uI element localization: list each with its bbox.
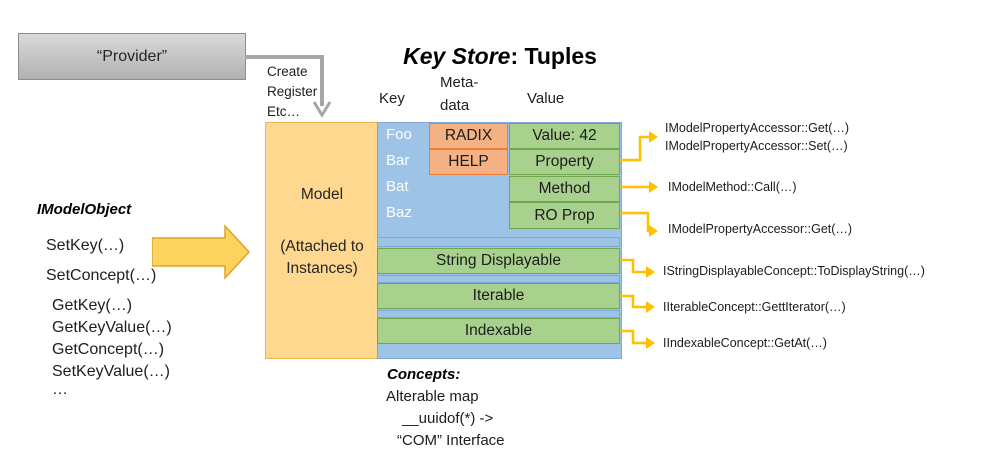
key-cell-foo: Foo	[386, 126, 412, 143]
api-label-method-call: IModelMethod::Call(…)	[668, 180, 797, 194]
key-cell-bar: Bar	[386, 152, 410, 169]
concept-row-iterable: Iterable	[377, 283, 620, 309]
column-header-metadata-line1: Meta-	[440, 74, 479, 91]
create-note-line: Create	[267, 64, 308, 79]
concepts-note-line3: “COM” Interface	[397, 432, 505, 449]
column-header-key: Key	[379, 90, 405, 107]
metadata-cell-help: HELP	[429, 149, 508, 175]
api-label-string-displayable: IStringDisplayableConcept::ToDisplayStri…	[663, 264, 925, 278]
value-cell-value42: Value: 42	[509, 123, 620, 149]
method-item: …	[52, 381, 68, 398]
concepts-note-heading: Concepts:	[387, 366, 461, 383]
metadata-cell-radix: RADIX	[429, 123, 508, 149]
model-box: Model (Attached to Instances)	[265, 122, 379, 359]
method-item: GetKey(…)	[52, 297, 133, 314]
model-label: Model	[300, 186, 344, 203]
separator-strip	[377, 275, 620, 283]
create-note-line: Register	[267, 84, 318, 99]
column-header-metadata-line2: data	[440, 97, 470, 114]
method-item: GetKeyValue(…)	[52, 319, 172, 336]
key-cell-baz: Baz	[386, 204, 412, 221]
page-title-keystore: Key Store	[403, 43, 511, 69]
provider-box: “Provider”	[18, 33, 246, 80]
value-cell-property: Property	[509, 149, 620, 175]
flow-arrow-icon	[152, 224, 251, 280]
create-note-line: Etc…	[267, 104, 301, 119]
column-header-metadata: Meta- data	[440, 71, 478, 117]
create-register-note: Create Register Etc…	[267, 62, 317, 122]
provider-label: “Provider”	[96, 47, 168, 65]
api-label-iterable: IIterableConcept::GettIterator(…)	[663, 300, 846, 314]
create-arrow-icon	[245, 55, 332, 118]
method-item: SetKey(…)	[46, 237, 125, 254]
api-label-property-set: IModelPropertyAccessor::Set(…)	[665, 139, 848, 153]
model-sublabel: (Attached to Instances)	[266, 236, 378, 280]
concepts-note-line2: __uuidof(*) ->	[402, 410, 494, 427]
separator-strip	[377, 237, 620, 247]
concept-row-string-displayable: String Displayable	[377, 248, 620, 274]
method-item: GetConcept(…)	[52, 341, 165, 358]
api-label-indexable: IIndexableConcept::GetAt(…)	[663, 336, 827, 350]
callout-arrows-icon	[620, 131, 658, 349]
model-sublabel-line1: (Attached to	[280, 238, 364, 255]
page-title-tuples: : Tuples	[510, 43, 597, 69]
page-title: Key Store: Tuples	[372, 43, 628, 70]
api-label-property-get: IModelPropertyAccessor::Get(…)	[665, 121, 850, 135]
concept-row-indexable: Indexable	[377, 318, 620, 344]
separator-strip	[377, 310, 620, 318]
value-cell-roprop: RO Prop	[509, 202, 620, 229]
method-item: SetKeyValue(…)	[52, 363, 170, 380]
api-label-roprop-get: IModelPropertyAccessor::Get(…)	[668, 222, 853, 236]
value-cell-method: Method	[509, 176, 620, 202]
concepts-note-line1: Alterable map	[386, 388, 479, 405]
model-sublabel-line2: Instances)	[286, 260, 358, 277]
key-cell-bat: Bat	[386, 178, 409, 195]
method-item: SetConcept(…)	[46, 267, 157, 284]
column-header-value: Value	[527, 90, 565, 107]
imodelobject-heading: IModelObject	[37, 201, 132, 218]
